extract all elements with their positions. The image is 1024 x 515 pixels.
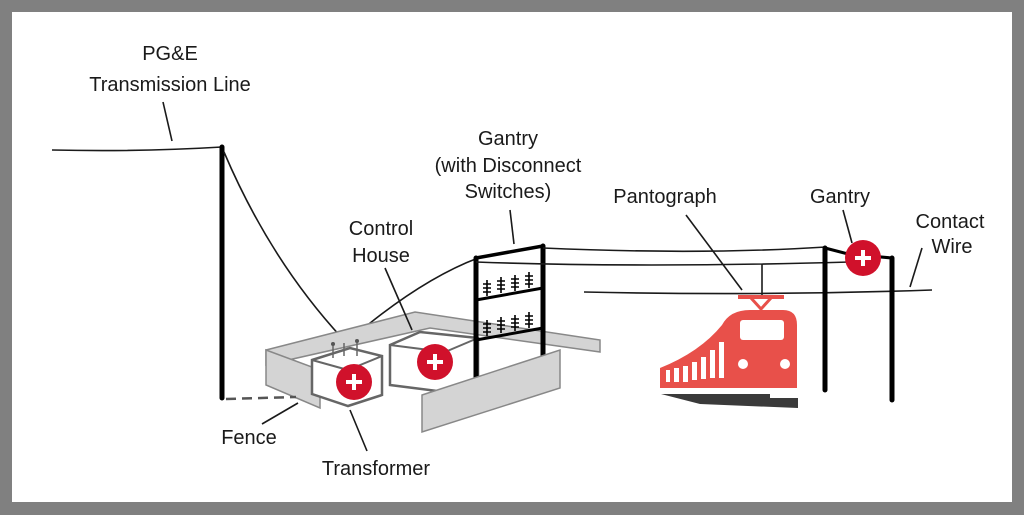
label-transformer: Transformer [322, 458, 431, 480]
fence-dashed [225, 395, 297, 401]
drop-wire [223, 151, 343, 339]
leader-control-house [384, 267, 413, 331]
label-transmission-line-1: PG&E [142, 43, 198, 65]
leader-gantry [842, 209, 853, 244]
label-fence: Fence [221, 427, 277, 449]
fence-front [421, 348, 561, 434]
label-gantry-disconnect-1: Gantry [478, 128, 538, 150]
leader-contact-wire [909, 247, 923, 288]
fence-left [265, 348, 321, 410]
transmission-line [51, 146, 223, 152]
gantry-disconnect-switches [473, 243, 546, 381]
transformer-hazard-icon [336, 364, 372, 400]
train [660, 295, 798, 408]
label-contact-wire-2: Wire [931, 236, 972, 258]
leader-pantograph [685, 214, 743, 291]
label-gantry-disconnect-2: (with Disconnect [435, 155, 582, 177]
label-control-house-2: House [352, 245, 410, 267]
leader-fence [261, 402, 299, 425]
gantry-hazard-icon [845, 240, 881, 276]
train-track [661, 394, 798, 408]
label-control-house-1: Control [349, 218, 413, 240]
control-house-hazard-icon [417, 344, 453, 380]
contact-wire [583, 289, 933, 295]
leader-gantry-disconnect [509, 209, 515, 245]
leader-transformer [349, 409, 368, 452]
label-gantry-disconnect-3: Switches) [465, 181, 552, 203]
label-contact-wire-1: Contact [916, 211, 985, 233]
leader-transmission-line [162, 101, 173, 142]
label-pantograph: Pantograph [613, 186, 716, 208]
label-gantry: Gantry [810, 186, 870, 208]
label-transmission-line-2: Transmission Line [89, 74, 251, 96]
catenary-upper [542, 246, 827, 253]
catenary-lower [475, 261, 851, 266]
